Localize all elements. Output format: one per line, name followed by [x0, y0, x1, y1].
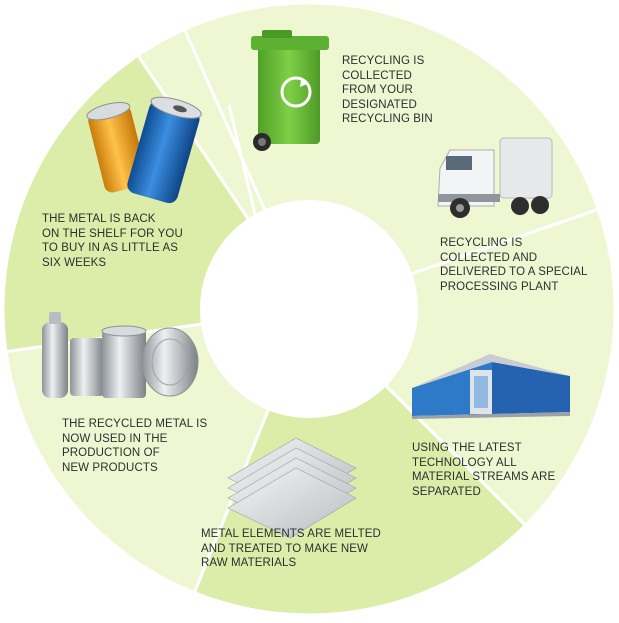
factory-icon: [412, 354, 570, 419]
caption-line: TO BUY IN AS LITTLE AS: [42, 242, 178, 254]
caption-line: AND TREATED TO MAKE NEW: [201, 542, 368, 555]
truck-icon: [437, 137, 553, 218]
center-hole: [200, 200, 418, 418]
caption-line: TECHNOLOGY ALL: [412, 456, 517, 469]
caption-line: PRODUCTION OF: [62, 447, 160, 459]
caption-line: COLLECTED: [342, 69, 412, 82]
caption-line: RECYCLING IS: [440, 237, 523, 249]
caption-line: ON THE SHELF FOR YOU: [42, 227, 183, 240]
caption-line: RAW MATERIALS: [201, 557, 297, 569]
segment-divider: [227, 104, 257, 215]
segment-sorting: [192, 306, 528, 617]
caption-line: RECYCLING BIN: [342, 113, 433, 125]
caption-line: FROM YOUR: [342, 84, 413, 96]
caption-line: SIX WEEKS: [42, 256, 107, 269]
caption-line: RECYCLING IS: [342, 55, 425, 67]
recycling-bin-icon: [251, 30, 329, 151]
caption-line: PROCESSING PLANT: [440, 280, 559, 293]
caption-line: DESIGNATED: [342, 98, 417, 111]
caption-line: USING THE LATEST: [412, 442, 522, 454]
caption-line: METAL ELEMENTS ARE MELTED: [201, 528, 381, 540]
caption-line: NEW PRODUCTS: [62, 461, 158, 474]
caption-collected-from-bin: RECYCLING IS COLLECTED FROM YOUR DESIGNA…: [342, 54, 433, 127]
caption-line: THE RECYCLED METAL IS: [62, 418, 208, 430]
caption-delivered-to-plant: RECYCLING IS COLLECTED AND DELIVERED TO …: [440, 236, 588, 294]
caption-new-products: THE RECYCLED METAL IS NOW USED IN THE PR…: [62, 417, 207, 475]
caption-line: DELIVERED TO A SPECIAL: [440, 266, 588, 278]
caption-melted-raw-materials: METAL ELEMENTS ARE MELTED AND TREATED TO…: [201, 527, 381, 571]
caption-back-on-shelf: THE METAL IS BACK ON THE SHELF FOR YOU T…: [42, 212, 183, 270]
caption-line: MATERIAL STREAMS ARE: [412, 471, 556, 483]
caption-streams-separated: USING THE LATEST TECHNOLOGY ALL MATERIAL…: [412, 441, 555, 499]
caption-line: SEPARATED: [412, 485, 481, 498]
drink-cans-icon: [86, 96, 202, 204]
caption-line: THE METAL IS BACK: [42, 213, 156, 225]
metal-products-icon: [42, 312, 199, 398]
caption-line: COLLECTED AND: [440, 251, 538, 264]
caption-line: NOW USED IN THE: [62, 432, 168, 445]
metal-sheets-icon: [227, 437, 357, 539]
